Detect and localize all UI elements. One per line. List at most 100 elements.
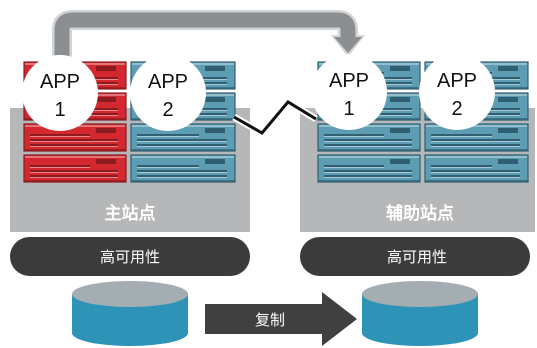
server-vent (324, 144, 412, 146)
server-vent-highlight (431, 146, 520, 147)
server-base (24, 180, 126, 182)
server-vent-highlight (431, 167, 492, 168)
ha-label: 高可用性 (387, 249, 447, 266)
app-badge-circle (22, 55, 98, 131)
ha-band-primary: 高可用性 (10, 237, 250, 276)
app-badge-number: 2 (451, 98, 462, 120)
server-display (96, 128, 116, 133)
server-icon (424, 154, 529, 183)
server-vent (324, 139, 412, 141)
server-icon (130, 123, 236, 152)
server-icon (317, 154, 421, 183)
server-vent-highlight (30, 177, 118, 178)
server-vent (30, 165, 90, 167)
server-highlight (25, 156, 125, 158)
server-vent (324, 134, 384, 136)
server-icon (23, 154, 127, 183)
server-vent (431, 139, 520, 141)
server-vent (30, 175, 118, 177)
server-base (318, 180, 420, 182)
server-vent (137, 170, 227, 172)
server-display (498, 159, 518, 164)
ha-label: 高可用性 (100, 249, 160, 266)
server-vent-highlight (137, 141, 227, 142)
server-display (390, 159, 410, 164)
curved-arrow-icon (52, 10, 365, 66)
server-vent (137, 144, 227, 146)
app-badge-primary-2: APP 2 (130, 55, 206, 131)
server-icon (424, 123, 529, 152)
app-badge-number: 1 (343, 98, 354, 120)
server-display (96, 159, 116, 164)
server-vent-highlight (30, 172, 118, 173)
server-display (390, 66, 410, 71)
server-base (425, 149, 528, 151)
server-display (498, 66, 518, 71)
server-vent (30, 170, 118, 172)
site-label-secondary: 辅助站点 (386, 203, 454, 223)
server-highlight (132, 156, 234, 158)
server-icon (130, 154, 236, 183)
server-vent (324, 175, 412, 177)
app-badge-number: 1 (54, 99, 65, 121)
server-vent (324, 165, 384, 167)
server-highlight (319, 125, 419, 127)
ha-band-shape (300, 237, 530, 276)
server-vent-highlight (137, 172, 227, 173)
app-badge-secondary-1: APP 1 (311, 54, 387, 130)
storage-body (362, 294, 478, 346)
server-display (390, 97, 410, 102)
server-highlight (319, 156, 419, 158)
server-display (205, 128, 225, 133)
server-vent-highlight (324, 172, 412, 173)
replication-arrow (205, 292, 357, 346)
server-vent-highlight (324, 146, 412, 147)
server-vent (324, 170, 412, 172)
server-vent (30, 144, 118, 146)
server-vent (431, 175, 520, 177)
ha-band-shape (10, 237, 250, 276)
app-badge-circle (130, 55, 206, 131)
app-badge-circle (311, 54, 387, 130)
app-badge-name: APP (329, 70, 369, 92)
server-display (390, 128, 410, 133)
server-vent-highlight (30, 136, 90, 137)
server-vent-highlight (431, 172, 520, 173)
storage-top (72, 281, 188, 307)
server-display (498, 97, 518, 102)
server-vent-highlight (137, 177, 227, 178)
database-cylinder-icon (72, 281, 188, 346)
server-vent-highlight (431, 177, 520, 178)
server-vent (431, 170, 520, 172)
server-vent-highlight (324, 141, 412, 142)
server-display (205, 97, 225, 102)
server-display (205, 159, 225, 164)
server-vent (431, 165, 492, 167)
server-highlight (426, 156, 527, 158)
app-badge-number: 2 (162, 99, 173, 121)
server-vent (30, 139, 118, 141)
storage-body (72, 294, 188, 346)
ha-band-secondary: 高可用性 (300, 237, 530, 276)
server-vent-highlight (431, 136, 492, 137)
site-label-primary: 主站点 (105, 203, 156, 223)
server-vent-highlight (30, 146, 118, 147)
server-display (498, 128, 518, 133)
server-vent (137, 139, 227, 141)
server-vent-highlight (324, 167, 384, 168)
database-cylinder-icon (362, 281, 478, 346)
server-base (131, 149, 235, 151)
server-vent-highlight (324, 136, 384, 137)
server-icon (317, 123, 421, 152)
server-vent (137, 165, 199, 167)
network-link-icon (232, 97, 318, 138)
failover-arrow-shaft (54, 12, 356, 66)
server-vent (431, 134, 492, 136)
app-badge-circle (419, 54, 495, 130)
server-icon (23, 123, 127, 152)
server-vent-highlight (324, 177, 412, 178)
server-vent (137, 134, 199, 136)
storage-top (362, 281, 478, 307)
app-badge-name: APP (40, 71, 80, 93)
